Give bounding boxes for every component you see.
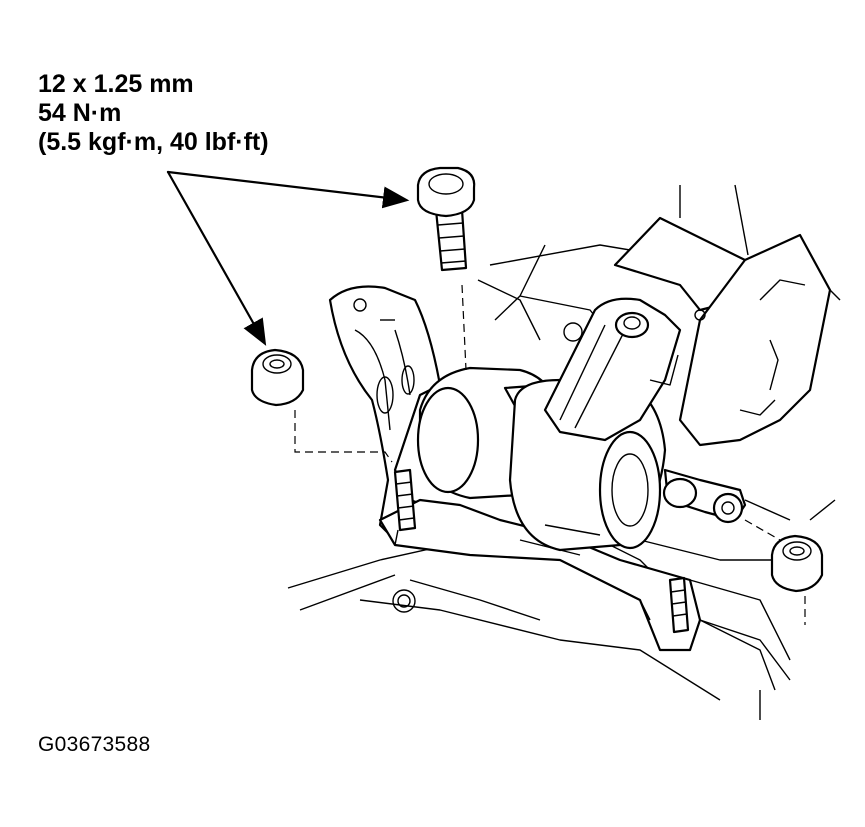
mount-studs [393,468,690,634]
left-stud [393,468,417,532]
upper-bolt [416,166,476,371]
through-bolt [662,468,791,524]
fastener-size-label: 12 x 1.25 mm [38,70,194,98]
frame-hole [563,322,583,342]
right-stud [668,576,690,634]
torque-value-label: 54 N·m [38,99,122,127]
mount-arm [543,297,682,442]
frame-hole [392,589,416,613]
flange-nut-right [744,519,824,625]
mount-base-plate [378,498,702,652]
figure-id: G03673588 [38,733,151,756]
arrow-to-bolt [166,170,410,209]
leader-arrows [166,170,410,346]
arrow-to-nut [166,170,267,346]
transmission-housing [613,184,841,447]
torque-spec-callout: 12 x 1.25 mm 54 N·m (5.5 kgf·m, 40 lbf·f… [38,70,269,157]
arm-bolt [614,311,650,339]
torque-alt-units-label: (5.5 kgf·m, 40 lbf·ft) [38,128,269,156]
flange-nut-left [250,348,393,463]
